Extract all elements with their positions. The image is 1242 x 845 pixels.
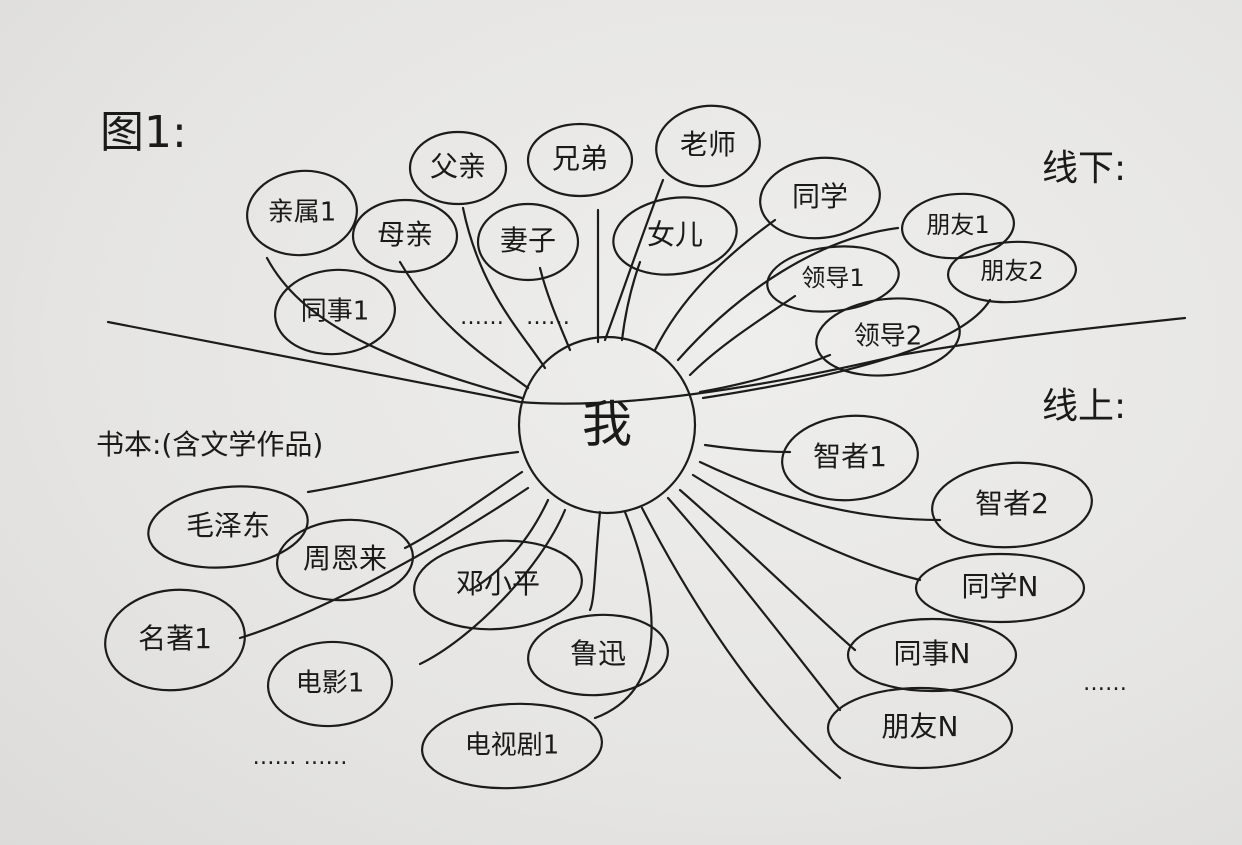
node-xiongdi: 兄弟 [552,142,608,175]
connectors-offline [265,178,992,400]
node-luxun: 鲁迅 [570,637,626,670]
node-qinshu1: 亲属1 [268,198,337,228]
node-tongxue: 同学 [792,180,848,213]
node-bubbles [104,104,1093,790]
node-nver: 女儿 [647,218,703,251]
node-pengyou1: 朋友1 [926,211,989,239]
node-dengxiaoping: 邓小平 [456,567,540,600]
ellipsis-upper-1: …… [460,305,504,330]
label-books: 书本:(含文学作品) [96,428,323,461]
node-lingdao1: 领导1 [801,264,864,292]
node-tongshi1: 同事1 [301,297,370,327]
connectors-books [238,450,653,720]
node-zhizhe2: 智者2 [975,487,1049,520]
node-qizi: 妻子 [500,224,556,257]
center-label: 我 [582,396,632,454]
node-dianying1: 电影1 [296,669,365,699]
ellipsis-online: …… [1083,671,1127,696]
figure-title: 图1: [100,107,187,158]
node-dianshiju1: 电视剧1 [465,731,560,761]
node-tongxueN: 同学N [962,570,1039,603]
node-pengyouN: 朋友N [882,710,959,743]
node-maozedong: 毛泽东 [186,509,270,542]
node-lingdao2: 领导2 [854,322,923,352]
node-fuqin: 父亲 [430,150,486,183]
ellipsis-upper-2: …… [526,305,570,330]
label-online: 线上: [1042,386,1126,427]
node-tongshiN: 同事N [894,637,971,670]
ellipsis-books: …… …… [253,745,348,770]
node-muqin: 母亲 [377,218,433,251]
node-pengyou2: 朋友2 [980,257,1043,285]
node-mingzhu1: 名著1 [138,622,212,655]
divider-curve [106,316,1187,405]
label-offline: 线下: [1042,148,1126,189]
node-zhouenlai: 周恩来 [303,542,387,575]
node-laoshi: 老师 [680,128,736,161]
node-zhizhe1: 智者1 [813,440,887,473]
